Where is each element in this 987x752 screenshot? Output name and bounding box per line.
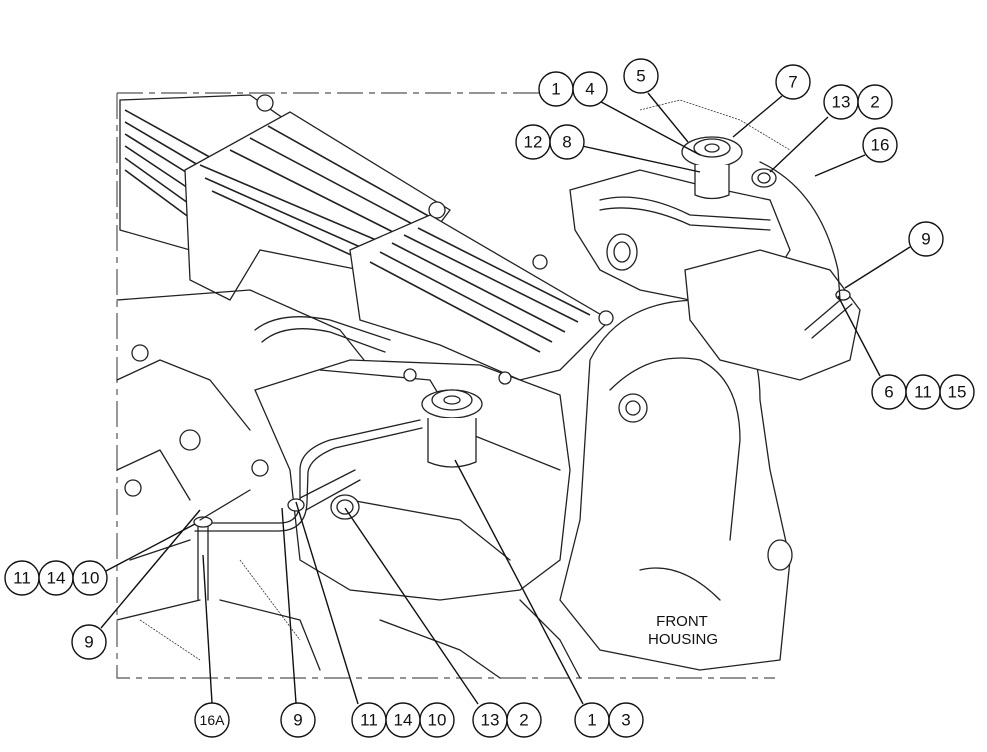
callout-number: 9 <box>921 230 930 249</box>
leader-line <box>581 145 701 173</box>
engine-illustration <box>116 94 861 679</box>
callout-bubble <box>72 560 108 596</box>
callout-number: 11 <box>914 383 932 402</box>
callout-number: 13 <box>832 93 851 112</box>
callout-number: 14 <box>47 569 66 588</box>
callout-13-2: 13 2 <box>769 84 893 173</box>
callout-number: 16 <box>871 136 890 155</box>
callout-7: 7 <box>732 64 811 138</box>
callout-number: 3 <box>621 711 630 730</box>
callout-bubble <box>194 702 230 738</box>
leader-line <box>344 507 479 705</box>
front-housing-label-line1: FRONT <box>656 613 708 630</box>
callout-bubble <box>572 71 608 107</box>
leader-line <box>814 154 866 177</box>
leader-line <box>100 509 201 629</box>
callout-number: 9 <box>84 633 93 652</box>
callout-number: 10 <box>428 711 447 730</box>
callout-number: 5 <box>636 67 645 86</box>
leader-line <box>769 116 829 173</box>
callout-number: 10 <box>81 569 100 588</box>
leader-line <box>454 459 584 705</box>
leader-line <box>295 501 359 705</box>
callout-number: 7 <box>788 73 797 92</box>
callout-13-2: 13 2 <box>344 507 542 738</box>
leader-line <box>844 246 911 289</box>
callout-bubble <box>857 84 893 120</box>
callout-number: 11 <box>360 711 378 730</box>
callout-bubble <box>549 124 585 160</box>
callout-12-8: 12 8 <box>515 124 701 173</box>
callout-number: 1 <box>587 711 596 730</box>
callout-number: 4 <box>585 80 594 99</box>
callout-16: 16 <box>814 127 898 177</box>
hydraulic-lines <box>193 316 423 601</box>
callout-number: 14 <box>394 711 413 730</box>
leader-line <box>647 92 689 143</box>
callout-bubble <box>775 64 811 100</box>
leader-line <box>837 295 881 377</box>
callout-number: 13 <box>481 711 500 730</box>
callout-number: 6 <box>884 383 893 402</box>
illustration-frame <box>116 92 775 679</box>
callout-number: 12 <box>524 133 543 152</box>
callout-11-14-10: 11 14 10 <box>4 523 196 596</box>
leader-line <box>202 554 213 704</box>
callout-bubble <box>280 702 316 738</box>
leader-line <box>281 507 297 704</box>
leader-line <box>103 523 196 573</box>
callout-number: 9 <box>293 711 302 730</box>
callout-number: 1 <box>551 80 560 99</box>
callout-number: 16A <box>200 712 226 728</box>
callout-bubble <box>71 624 107 660</box>
callout-bubble <box>623 58 659 94</box>
callout-bubble <box>608 702 644 738</box>
pump-housing-center <box>254 359 571 601</box>
callout-bubble <box>908 221 944 257</box>
callout-9: 9 <box>280 507 316 738</box>
callout-bubble <box>419 702 455 738</box>
valve-cover-right <box>349 214 614 381</box>
front-housing-label-line2: HOUSING <box>648 631 718 648</box>
callout-number: 2 <box>519 711 528 730</box>
leader-line <box>589 95 701 156</box>
callout-bubble <box>506 702 542 738</box>
callout-number: 15 <box>948 383 967 402</box>
callout-number: 2 <box>870 93 879 112</box>
callout-number: 11 <box>13 569 31 588</box>
callout-9: 9 <box>71 509 201 660</box>
callout-9: 9 <box>844 221 944 289</box>
front-housing-label: FRONT HOUSING <box>648 613 718 648</box>
callout-16A: 16A <box>194 554 230 738</box>
callout-11-14-10: 11 14 10 <box>295 501 455 738</box>
callout-5: 5 <box>623 58 689 143</box>
upper-pump-assembly <box>569 99 861 381</box>
callout-bubble <box>862 127 898 163</box>
leader-line <box>732 95 783 138</box>
callout-bubble <box>939 374 975 410</box>
callout-6-11-15: 6 11 15 <box>837 295 975 410</box>
callout-number: 8 <box>562 133 571 152</box>
